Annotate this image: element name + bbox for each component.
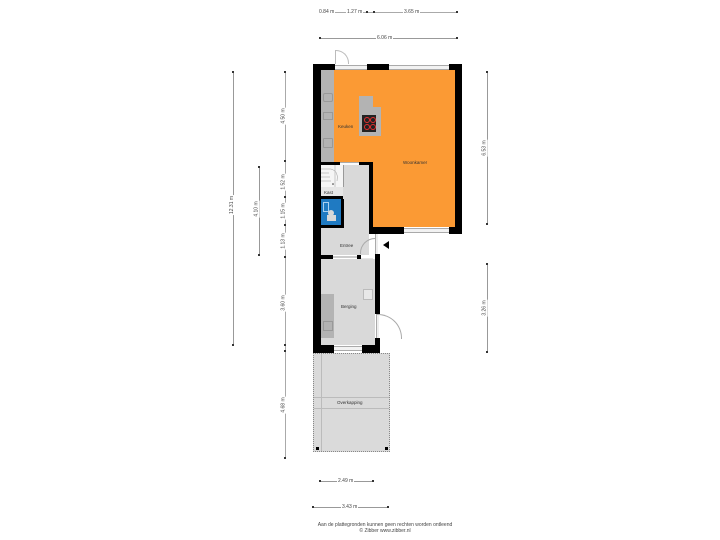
dim-bottom-3-43: 3.43 m	[341, 504, 359, 510]
disclaimer-line-1: Aan de plattegronden kunnen geen rechten…	[317, 522, 453, 528]
front-door-arc	[360, 238, 376, 254]
wall-left	[313, 64, 321, 354]
room-label-kast: Kast	[324, 190, 334, 195]
wall-toilet-bottom	[321, 225, 344, 228]
room-label-woonkamer: Woonkamer	[403, 160, 428, 165]
window-berging	[334, 346, 362, 351]
wall-bottom-right-berging	[362, 345, 380, 354]
disclaimer-line-2: © Zibber www.zibber.nl	[359, 528, 411, 534]
window-living-bottom	[404, 228, 449, 233]
wall-kitchen-right	[359, 162, 373, 165]
room-overkapping	[313, 353, 390, 452]
dim-bottom-2-49: 2.49 m	[337, 478, 355, 484]
wall-bottom-left	[313, 345, 334, 354]
toilet-icon	[328, 210, 334, 216]
room-keuken-woonkamer	[321, 70, 455, 163]
dim-top-1-27: 1.27 m	[346, 9, 364, 15]
room-toilet	[321, 199, 341, 225]
wall-right-living	[455, 64, 462, 234]
wall-bottom-living	[366, 227, 404, 234]
post-right	[385, 447, 388, 450]
post-left	[316, 447, 319, 450]
berging-door-arc	[377, 314, 402, 339]
handbasin-icon	[323, 202, 329, 212]
wall-kitchen-stair	[321, 162, 340, 165]
room-label-keuken: Keuken	[338, 124, 354, 129]
dim-left-1-13: 1.13 m	[280, 232, 287, 250]
wall-top-left	[313, 64, 335, 70]
boiler-icon	[363, 289, 373, 300]
window-top-right	[389, 65, 449, 70]
wall-toilet-right	[341, 199, 344, 228]
room-kast	[321, 187, 343, 196]
door-leaf-top	[335, 50, 336, 64]
disclaimer: Aan de plattegronden kunnen geen rechten…	[285, 522, 485, 534]
wall-hall-living	[369, 162, 373, 234]
berging-counter	[321, 294, 334, 338]
door-arc-top	[335, 50, 349, 64]
dim-left-4-10: 4.10 m	[253, 200, 260, 218]
dim-right-6-53: 6.53 m	[481, 139, 488, 157]
dim-left-3-60: 3.60 m	[280, 294, 287, 312]
room-label-berging: Berging	[341, 304, 357, 309]
stairs-icon	[321, 165, 344, 187]
room-label-entree: Entree	[340, 243, 354, 248]
room-woonkamer-lower	[372, 163, 455, 227]
front-door[interactable]	[375, 234, 378, 254]
tap-icon	[323, 112, 333, 120]
window-top-left	[335, 65, 367, 70]
wall-kast-toilet	[321, 196, 343, 199]
room-label-overkapping: Overkapping	[337, 400, 363, 405]
washing-machine-icon	[323, 321, 333, 331]
dim-left-1-15: 1.15 m	[280, 202, 287, 220]
wall-entree-berging-left	[313, 255, 333, 259]
dim-left-4-50: 4.50 m	[280, 107, 287, 125]
hob-icon	[362, 115, 376, 132]
dim-left-4-68: 4.68 m	[280, 396, 287, 414]
dim-top-total: 6.06 m	[376, 35, 394, 41]
dim-left-12-31: 12.31 m	[229, 194, 236, 216]
wall-bottom-right	[449, 227, 462, 234]
dim-top-0-84: 0.84 m	[318, 9, 336, 15]
sink-icon	[323, 93, 333, 102]
dim-right-3-26: 3.26 m	[481, 299, 488, 317]
wall-right-berging	[375, 254, 380, 314]
wall-top-mid	[367, 64, 389, 70]
dim-top-3-65: 3.65 m	[403, 9, 421, 15]
fridge-icon	[323, 138, 333, 148]
dim-left-1-52: 1.52 m	[280, 173, 287, 191]
entrance-arrow-icon	[383, 241, 389, 249]
door-entree-berging[interactable]	[333, 256, 357, 258]
